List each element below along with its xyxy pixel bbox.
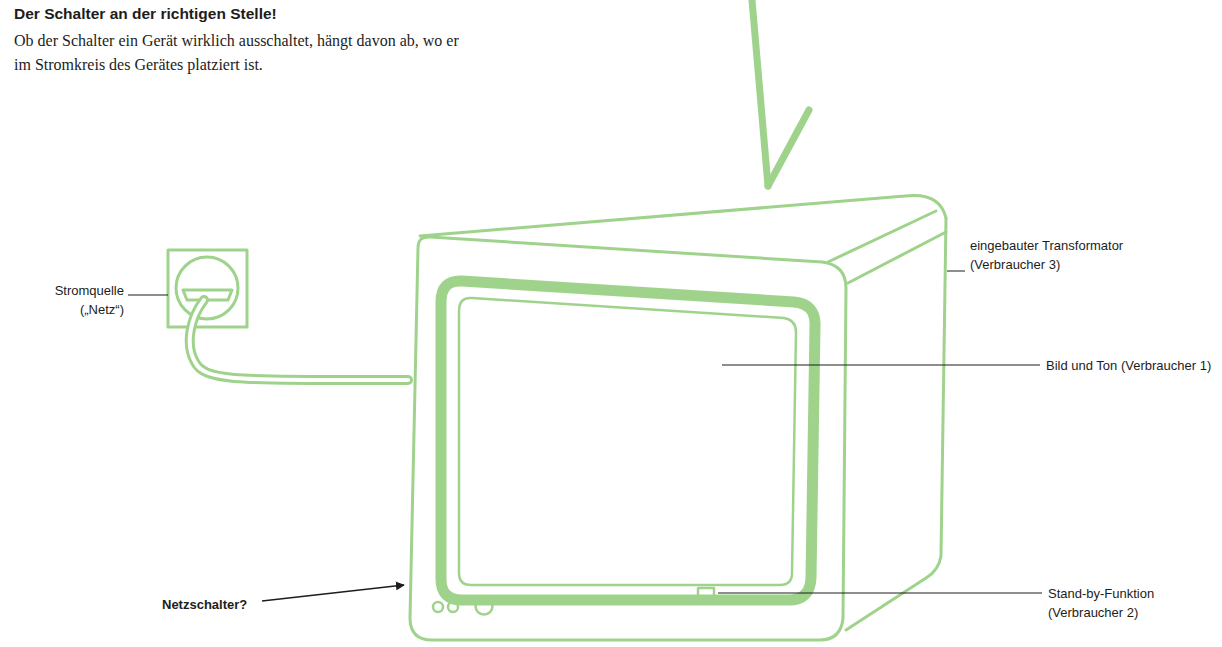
screen-frame: [441, 281, 815, 600]
leader-line: [128, 295, 168, 296]
socket-face: [176, 257, 238, 319]
antenna: [768, 110, 809, 186]
cabinet-top: [420, 195, 946, 236]
subtitle: Ob der Schalter ein Gerät wirklich aussc…: [14, 29, 459, 77]
button: [433, 602, 443, 612]
power-button: [476, 598, 493, 615]
pointer-arrow: [262, 585, 404, 601]
cabinet-front: [410, 237, 846, 640]
screen: [459, 298, 796, 585]
power-cable: [190, 300, 408, 380]
leader-line: [722, 365, 1040, 366]
cabinet-edge: [828, 211, 936, 262]
leader-line: [947, 271, 965, 272]
leader-line: [718, 593, 1042, 594]
standby-sensor: [698, 588, 714, 603]
callout-label: Stand-by-Funktion (Verbraucher 2): [1048, 584, 1188, 622]
callout-label: eingebauter Transformator (Verbraucher 3…: [970, 236, 1145, 274]
cabinet-edge: [848, 232, 946, 283]
title: Der Schalter an der richtigen Stelle!: [14, 4, 277, 23]
button: [448, 602, 458, 612]
callout-label: Netzschalter?: [162, 595, 272, 614]
wall-socket: [168, 250, 247, 327]
callout-label: Stromquelle („Netz“): [30, 281, 124, 319]
cabinet-side: [846, 218, 946, 630]
power-cable: [190, 300, 408, 380]
antenna: [752, 0, 768, 186]
callout-label: Bild und Ton (Verbraucher 1): [1046, 356, 1222, 375]
